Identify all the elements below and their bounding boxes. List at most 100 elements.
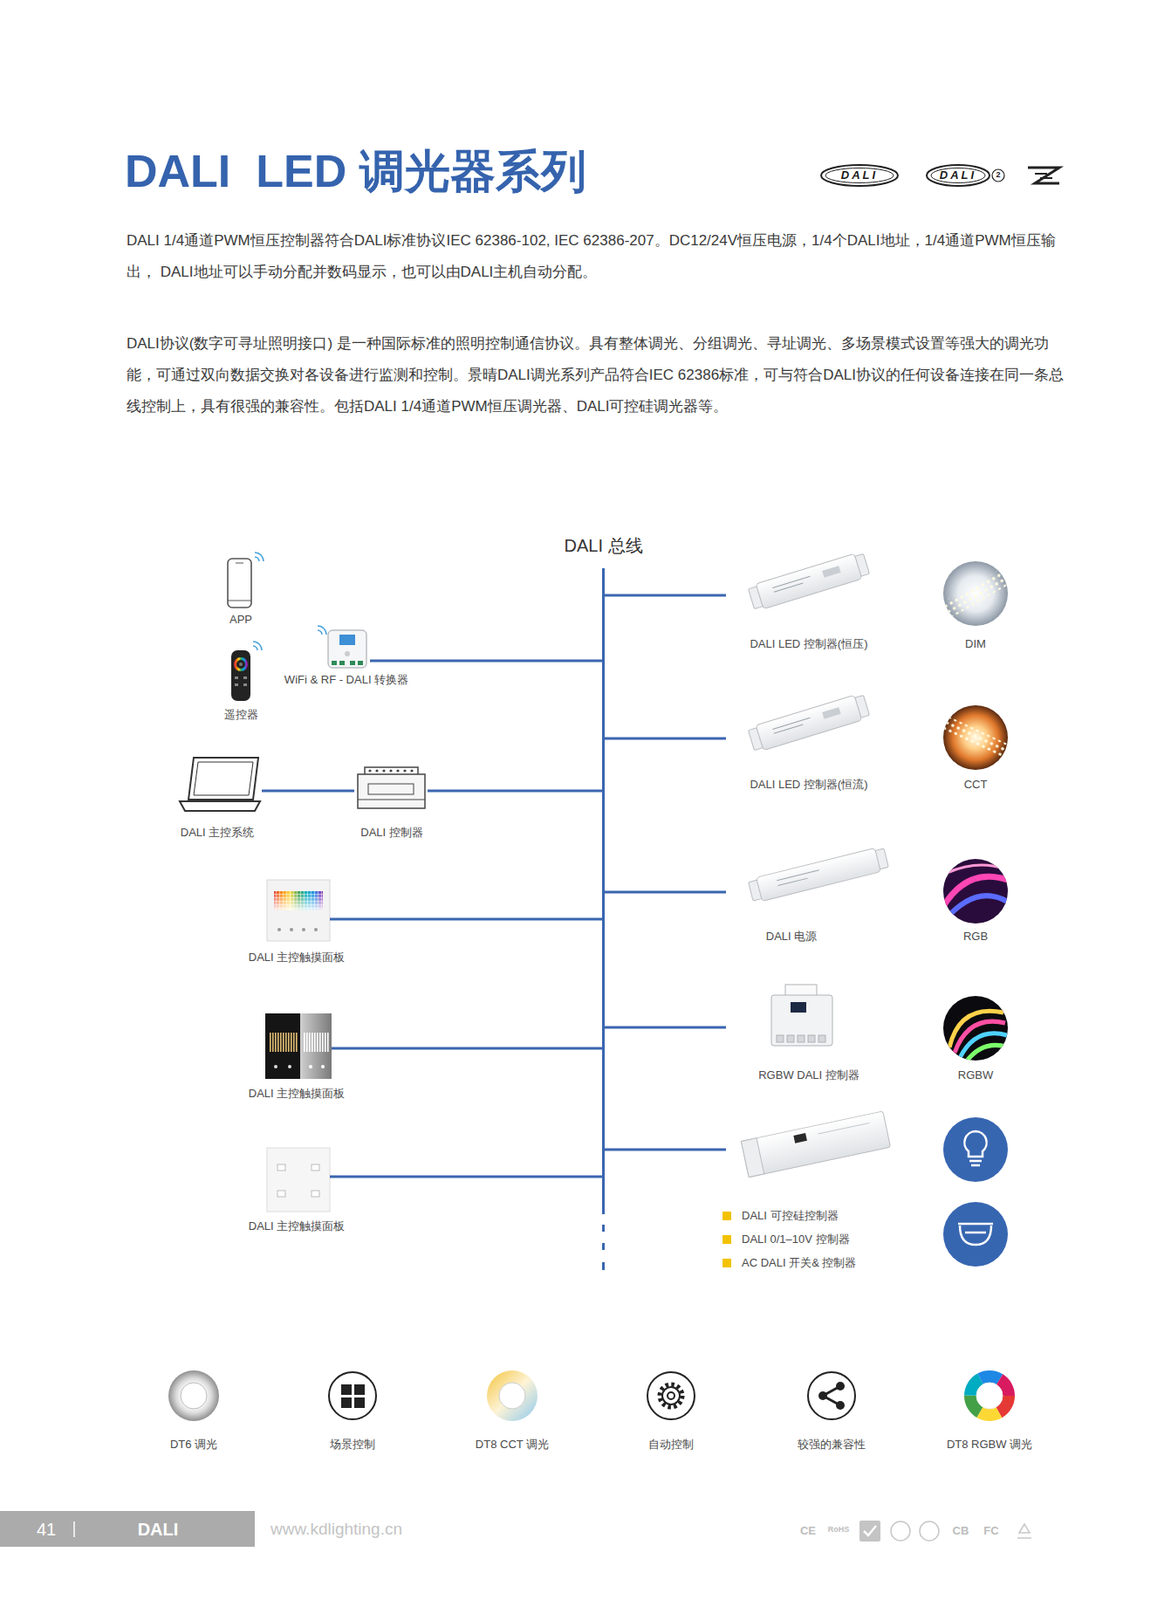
cc-driver-icon xyxy=(772,717,810,729)
power-supply-icon xyxy=(747,845,890,904)
scene-icon xyxy=(354,1396,365,1408)
page-number: 41 xyxy=(36,1518,56,1541)
cv-driver-icon xyxy=(747,550,871,611)
cv-driver-icon xyxy=(773,582,803,592)
touch-panel-buttons xyxy=(267,1147,330,1212)
dali-controller-icon xyxy=(357,799,425,801)
rgbw-icon xyxy=(970,1376,1009,1415)
cct-icon xyxy=(499,1382,526,1409)
cc-driver-icon xyxy=(821,706,841,719)
zhaga-logo xyxy=(1027,167,1060,184)
rgbw-icon xyxy=(970,1376,1009,1415)
device-caption: DALI LED 控制器(恒流) xyxy=(749,776,868,793)
bus-connector xyxy=(369,659,603,663)
touch-panel-cct xyxy=(265,1013,332,1079)
triac-controller-icon xyxy=(793,1132,808,1144)
bus-dashes xyxy=(602,1224,605,1232)
bus-connector xyxy=(604,1026,726,1029)
phone-icon xyxy=(227,600,252,602)
rgbw-controller-icon xyxy=(808,1034,815,1042)
zhaga-logo xyxy=(1034,173,1053,179)
bulb-icon xyxy=(943,1116,1008,1182)
share-icon xyxy=(818,1390,828,1400)
auto-icon xyxy=(647,1371,695,1419)
wifi-converter-icon xyxy=(317,625,367,668)
dali2-logo xyxy=(926,164,990,186)
share-icon xyxy=(808,1371,856,1419)
touch-panel-cct xyxy=(321,1064,325,1069)
cv-driver-icon xyxy=(821,565,841,577)
laptop-icon xyxy=(179,757,261,811)
power-supply-icon xyxy=(756,847,882,901)
touch-panel-buttons xyxy=(277,1190,286,1197)
rgbw-controller-icon xyxy=(771,984,833,1046)
feature-label: DT6 调光 xyxy=(170,1437,218,1452)
cert-icons xyxy=(863,1525,877,1535)
device-caption: DALI 主控系统 xyxy=(180,824,255,841)
dali-controller-icon xyxy=(396,768,399,772)
cc-driver-icon xyxy=(747,691,871,753)
auto-icon xyxy=(647,1371,695,1419)
cv-driver-icon xyxy=(755,553,863,609)
feature-label: 场景控制 xyxy=(329,1437,376,1452)
device-caption: DALI 电源 xyxy=(766,928,818,945)
touch-panel-color xyxy=(267,879,330,941)
touch-panel-cct xyxy=(308,1064,313,1069)
wifi-converter-icon xyxy=(331,660,337,665)
cert-mark: RoHS xyxy=(828,1524,850,1534)
cert-icons xyxy=(890,1520,911,1541)
remote-icon xyxy=(243,676,247,679)
touch-panel-color xyxy=(289,927,294,932)
bus-dashes xyxy=(602,1261,605,1270)
laptop-icon xyxy=(188,757,259,800)
dali-controller-icon xyxy=(357,766,425,809)
dali-logo xyxy=(821,164,898,186)
scene-icon xyxy=(354,1383,365,1395)
feature-label: DT8 CCT 调光 xyxy=(475,1437,549,1452)
rgbw-controller-icon xyxy=(787,1034,795,1042)
strip-caption: RGB xyxy=(963,929,988,944)
device-caption: WiFi & RF - DALI 转换器 xyxy=(284,671,409,688)
cert-icons xyxy=(859,1520,881,1541)
auto-icon xyxy=(662,1386,680,1404)
bus-line: DALI 总线 xyxy=(602,568,605,1214)
device-caption: DALI 主控触摸面板 xyxy=(248,1218,346,1234)
bus-connector xyxy=(261,789,355,793)
device-caption: DALI 主控触摸面板 xyxy=(248,949,346,966)
rgbw-strip-photo xyxy=(949,1010,1009,1063)
remote-icon xyxy=(243,683,247,686)
bulb-icon xyxy=(969,1160,982,1165)
downlight-icon xyxy=(943,1201,1008,1267)
downlight-icon xyxy=(943,1201,1008,1267)
rgbw-controller-icon xyxy=(776,1034,784,1042)
touch-panel-color xyxy=(277,927,281,932)
logo-text: DALI xyxy=(939,168,977,183)
bus-connector xyxy=(427,789,603,793)
dali2-logo xyxy=(992,169,1005,182)
feature-label: DT8 RGBW 调光 xyxy=(946,1437,1033,1452)
device-node: DALI LED 控制器(恒流) xyxy=(725,689,866,756)
touch-panel-color xyxy=(314,927,318,932)
cert-icons xyxy=(1017,1523,1032,1538)
feature-label: 较强的兼容性 xyxy=(797,1437,866,1452)
remote-icon xyxy=(234,676,239,679)
cv-driver-icon xyxy=(772,575,810,588)
cct-icon xyxy=(486,1369,538,1421)
footer-bar xyxy=(73,1520,76,1537)
touch-panel-color xyxy=(273,890,323,911)
logo-text: DALI xyxy=(841,168,878,183)
wifi-converter-icon xyxy=(344,650,350,657)
remote-icon xyxy=(234,683,239,686)
scene-icon xyxy=(341,1383,352,1395)
cc-driver-icon xyxy=(755,694,863,750)
bus-connector xyxy=(604,594,726,597)
remote-icon xyxy=(231,641,262,701)
device-caption: 遥控器 xyxy=(224,706,259,723)
auto-icon xyxy=(667,1391,675,1399)
dt6-icon xyxy=(168,1369,220,1421)
wifi-converter-icon xyxy=(357,660,363,665)
dali-controller-icon xyxy=(357,773,425,809)
dim-strip-photo xyxy=(927,558,1028,626)
phone-icon xyxy=(235,562,244,564)
strip-caption: RGBW xyxy=(958,1068,993,1082)
